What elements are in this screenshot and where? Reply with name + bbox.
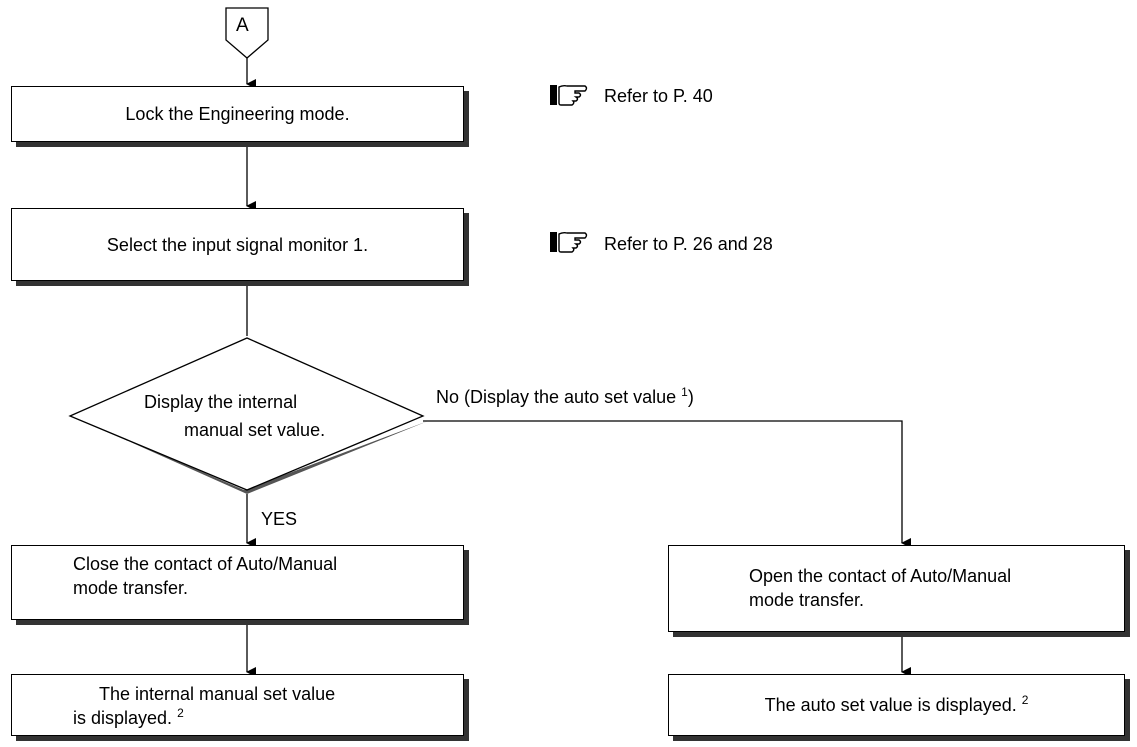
step-open-contact: Open the contact of Auto/Manual mode tra… <box>668 545 1125 632</box>
decision-diamond-shape <box>68 337 428 494</box>
step-close-contact: Close the contact of Auto/Manual mode tr… <box>11 545 464 620</box>
step-lock-engineering: Lock the Engineering mode. <box>11 86 464 142</box>
no-branch-label: No (Display the auto set value 1) <box>436 385 694 407</box>
pointing-hand-icon <box>550 84 588 106</box>
arrow-decision-no <box>423 420 911 548</box>
pointing-hand-icon <box>550 231 588 253</box>
auto-result-text: The auto set value is displayed. 2 <box>764 693 1029 715</box>
decision-text-line2: manual set value. <box>184 420 326 440</box>
connector-a-shape <box>225 7 269 59</box>
result-internal-manual: The internal manual set value is display… <box>11 674 464 736</box>
step-select-monitor: Select the input signal monitor 1. <box>11 208 464 281</box>
yes-branch-label: YES <box>261 509 298 529</box>
close-contact-line1: Close the contact of Auto/Manual <box>73 554 338 574</box>
connector-a-label: A <box>236 15 249 36</box>
step-lock-text: Lock the Engineering mode. <box>125 104 350 124</box>
close-contact-line2: mode transfer. <box>73 578 189 598</box>
ref-select: Refer to P. 26 and 28 <box>604 234 773 254</box>
open-contact-line2: mode transfer. <box>749 590 865 610</box>
internal-result-line1: The internal manual set value <box>99 684 336 704</box>
ref-lock: Refer to P. 40 <box>604 86 713 106</box>
open-contact-line1: Open the contact of Auto/Manual <box>749 566 1012 586</box>
decision-text-line1: Display the internal <box>144 392 298 412</box>
internal-result-line2: is displayed. 2 <box>73 706 184 728</box>
step-select-text: Select the input signal monitor 1. <box>106 234 369 255</box>
result-auto-set: The auto set value is displayed. 2 <box>668 674 1125 736</box>
